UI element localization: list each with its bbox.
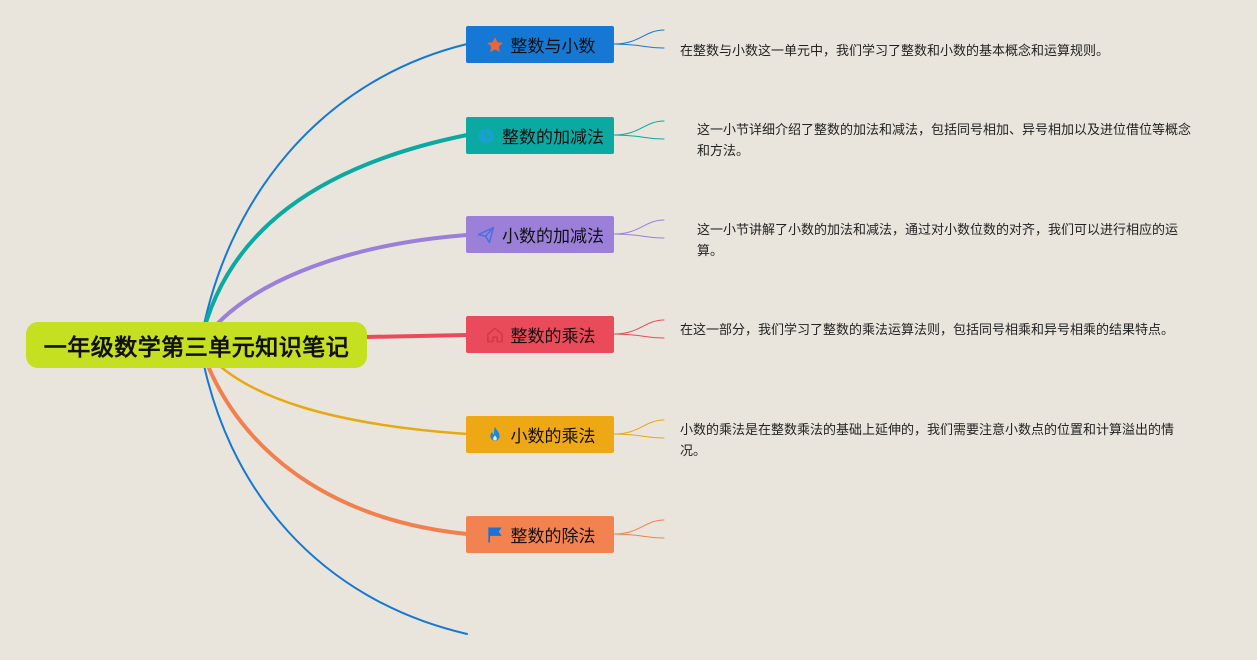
topic-node[interactable]: 整数的除法 bbox=[466, 516, 614, 553]
home-icon bbox=[485, 325, 505, 345]
leaf-connector bbox=[613, 419, 665, 435]
leaf-connector bbox=[613, 519, 665, 535]
topic-note: 这一小节详细介绍了整数的加法和减法，包括同号相加、异号相加以及进位借位等概念和方… bbox=[697, 123, 1192, 159]
paper-plane-icon bbox=[476, 225, 496, 245]
branch-line bbox=[199, 43, 468, 346]
topic-label: 整数的乘法 bbox=[510, 327, 596, 347]
topic-node[interactable]: 小数的加减法 bbox=[466, 216, 614, 253]
leaf-connector bbox=[613, 134, 665, 140]
branch-line bbox=[364, 333, 469, 339]
topic-note: 这一小节讲解了小数的加法和减法，通过对小数位数的对齐，我们可以进行相应的运算。 bbox=[697, 223, 1179, 259]
clock-icon bbox=[476, 126, 496, 146]
topic-label: 整数的除法 bbox=[510, 527, 596, 547]
topic-label: 小数的加减法 bbox=[502, 227, 604, 247]
branch-line bbox=[198, 343, 469, 536]
branch-line-tail bbox=[199, 344, 468, 635]
topic-label: 小数的乘法 bbox=[510, 427, 596, 447]
topic-label: 整数与小数 bbox=[510, 37, 596, 57]
leaf-connectors bbox=[613, 29, 665, 539]
topic-note: 在整数与小数这一单元中，我们学习了整数和小数的基本概念和运算规则。 bbox=[680, 44, 1110, 59]
branch-line bbox=[198, 133, 469, 347]
leaf-connector bbox=[613, 233, 665, 239]
topic-label: 整数的加减法 bbox=[502, 128, 604, 148]
leaf-connector bbox=[613, 219, 665, 235]
leaf-connector bbox=[613, 29, 665, 45]
leaf-connector bbox=[613, 333, 665, 339]
star-icon bbox=[485, 35, 505, 55]
leaf-connector bbox=[613, 533, 665, 539]
root-topic-label: 一年级数学第三单元知识笔记 bbox=[43, 335, 350, 361]
flag-icon bbox=[485, 525, 505, 545]
leaf-connector bbox=[613, 120, 665, 136]
topic-node[interactable]: 整数与小数 bbox=[466, 26, 614, 63]
topic-node[interactable]: 整数的加减法 bbox=[466, 117, 614, 154]
topic-node[interactable]: 小数的乘法 bbox=[466, 416, 614, 453]
leaf-connector bbox=[613, 319, 665, 335]
root-topic[interactable]: 一年级数学第三单元知识笔记 bbox=[26, 322, 367, 368]
leaf-connector bbox=[613, 433, 665, 439]
topic-note: 在这一部分，我们学习了整数的乘法运算法则，包括同号相乘和异号相乘的结果特点。 bbox=[680, 323, 1175, 338]
topic-note: 小数的乘法是在整数乘法的基础上延伸的，我们需要注意小数点的位置和计算溢出的情况。 bbox=[680, 423, 1175, 459]
leaf-connector bbox=[613, 43, 665, 49]
topic-node[interactable]: 整数的乘法 bbox=[466, 316, 614, 353]
fire-icon bbox=[485, 425, 505, 445]
